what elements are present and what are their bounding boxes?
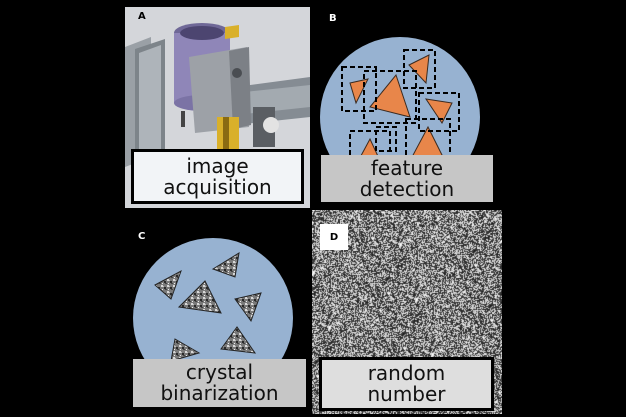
panel-letter: A xyxy=(138,11,146,22)
panel-image-acquisition: A image acquisition xyxy=(125,7,310,208)
panel-letter: B xyxy=(329,13,337,24)
detection-boxes xyxy=(341,49,460,172)
binarization-illustration xyxy=(133,238,293,398)
camera-rig-illustration xyxy=(125,7,310,208)
caption-line: crystal xyxy=(185,360,254,384)
caption-line: acquisition xyxy=(163,174,272,199)
caption-crystal-binarization: crystal binarization xyxy=(133,359,306,407)
caption-feature-detection: feature detection xyxy=(321,155,493,202)
caption-line: feature xyxy=(370,155,444,180)
caption-image-acquisition: image acquisition xyxy=(131,149,304,204)
panel-feature-detection: B feature detection xyxy=(316,7,501,208)
caption-random-number: random number xyxy=(319,357,494,411)
caption-line: number xyxy=(367,382,446,406)
caption-line: detection xyxy=(359,176,455,201)
caption-line: image xyxy=(186,153,249,178)
binarized-crystals xyxy=(154,251,262,362)
panel-random-number: D random number xyxy=(312,210,502,414)
crystal-group xyxy=(349,54,453,166)
caption-line: binarization xyxy=(160,381,279,405)
panel-letter: C xyxy=(138,231,146,242)
caption-line: random xyxy=(367,361,446,385)
panel-crystal-binarization: C crystal binarization xyxy=(125,213,310,414)
panel-letter: D xyxy=(320,224,348,250)
